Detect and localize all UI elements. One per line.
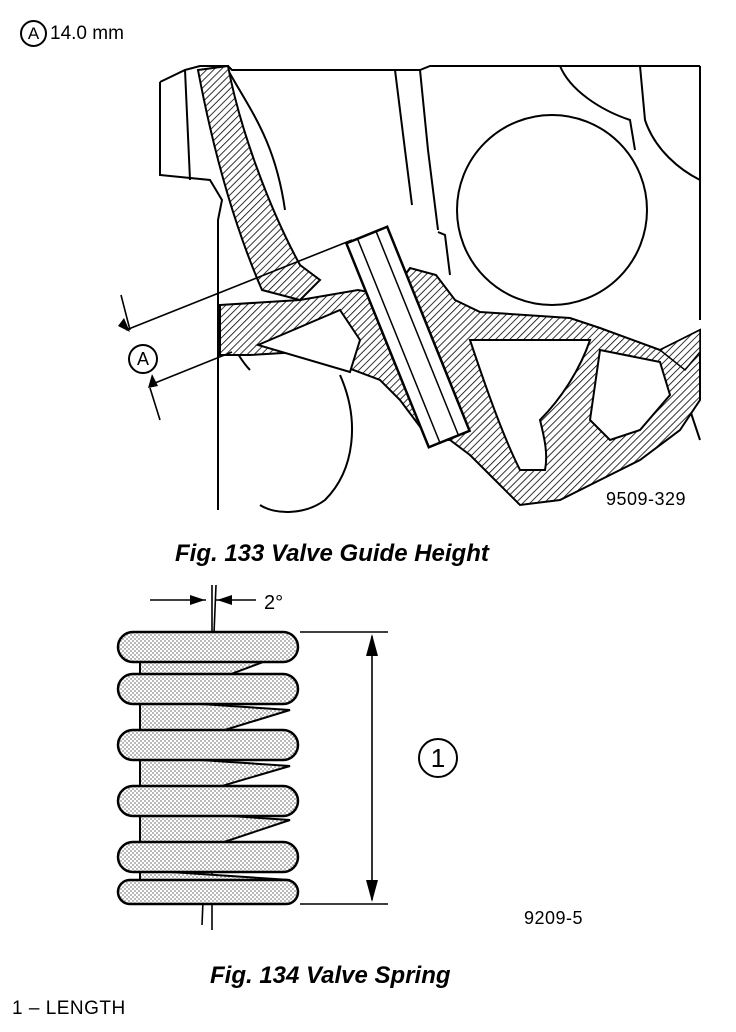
figure-134-number: 9209-5	[524, 908, 584, 928]
callout-a-badge: A	[20, 20, 47, 47]
spec-callout: A 14.0 mm	[20, 20, 124, 47]
valve-spring-illustration	[116, 584, 388, 930]
callout-1-length: 1	[418, 738, 458, 778]
angle-label: 2°	[264, 592, 284, 614]
figure-133-number: 9509-329	[606, 489, 687, 509]
spec-value: 14.0 mm	[50, 22, 124, 44]
figure-134-caption: Fig. 134 Valve Spring	[210, 962, 451, 989]
valve-guide-height-illustration	[118, 64, 701, 513]
legend-item-length: 1 – LENGTH	[12, 998, 126, 1019]
callout-a-dimension: A	[128, 344, 158, 374]
figure-133-caption: Fig. 133 Valve Guide Height	[175, 540, 489, 567]
